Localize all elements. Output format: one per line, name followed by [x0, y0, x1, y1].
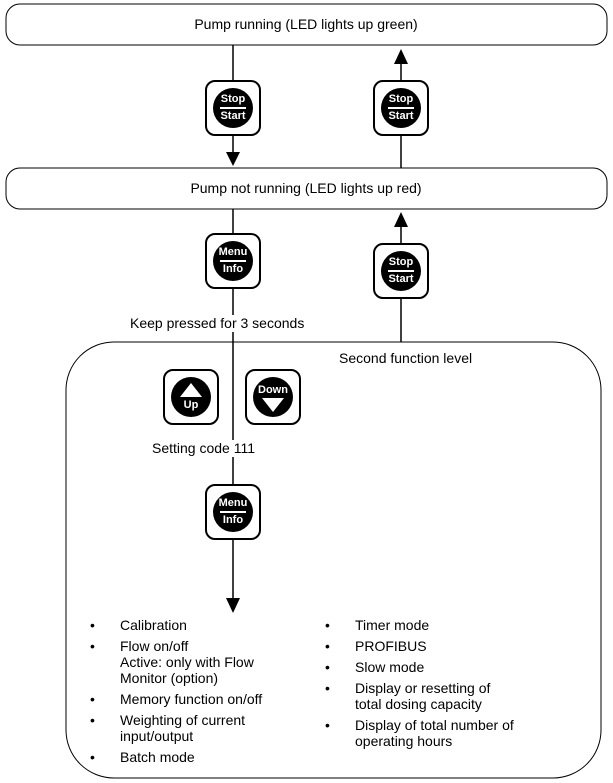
stop-label: Stop: [388, 93, 414, 105]
stop-start-button[interactable]: Stop Start: [373, 243, 429, 299]
menu-info-button[interactable]: Menu Info: [205, 484, 261, 540]
stop-start-button[interactable]: Stop Start: [373, 80, 429, 136]
menu-info-button[interactable]: Menu Info: [205, 233, 261, 289]
function-list-left: Calibration Flow on/off Active: only wit…: [90, 617, 262, 770]
up-button[interactable]: Up: [163, 369, 219, 425]
list-item: Batch mode: [90, 749, 262, 765]
start-label: Start: [388, 273, 414, 285]
running-state-label: Pump running (LED lights up green): [194, 16, 418, 32]
list-item: Slow mode: [325, 659, 514, 675]
arrow-up-head: [394, 49, 408, 64]
list-item: Display of total number of operating hou…: [325, 717, 514, 749]
list-item: Flow on/off Active: only with Flow Monit…: [90, 638, 262, 686]
arrow-down-head: [226, 598, 240, 613]
running-state-box: [5, 3, 608, 46]
info-label: Info: [222, 514, 244, 526]
down-arrow-icon: [262, 398, 284, 412]
stop-start-button[interactable]: Stop Start: [205, 80, 261, 136]
up-label: Up: [183, 399, 199, 411]
down-label: Down: [258, 384, 288, 396]
up-arrow-icon: [180, 383, 202, 397]
list-item: Calibration: [90, 617, 262, 633]
list-item: Display or resetting of total dosing cap…: [325, 680, 514, 712]
start-label: Start: [388, 110, 414, 122]
arrow-up-head: [394, 212, 408, 227]
down-button[interactable]: Down: [245, 369, 301, 425]
keep-pressed-label: Keep pressed for 3 seconds: [130, 315, 305, 332]
arrow-down-head: [226, 152, 240, 166]
function-list-right: Timer mode PROFIBUS Slow mode Display or…: [325, 617, 514, 754]
menu-label: Menu: [218, 246, 248, 258]
list-item: Timer mode: [325, 617, 514, 633]
list-item: Weighting of current input/output: [90, 712, 262, 744]
list-item: PROFIBUS: [325, 638, 514, 654]
info-label: Info: [222, 263, 244, 275]
stop-label: Stop: [220, 93, 246, 105]
stop-label: Stop: [388, 256, 414, 268]
not-running-state-box: [5, 167, 608, 210]
setting-code-label: Setting code 111: [150, 440, 258, 457]
menu-label: Menu: [218, 497, 248, 509]
not-running-state-label: Pump not running (LED lights up red): [190, 180, 422, 196]
list-item: Memory function on/off: [90, 691, 262, 707]
second-function-level-label: Second function level: [339, 350, 473, 366]
start-label: Start: [220, 110, 246, 122]
